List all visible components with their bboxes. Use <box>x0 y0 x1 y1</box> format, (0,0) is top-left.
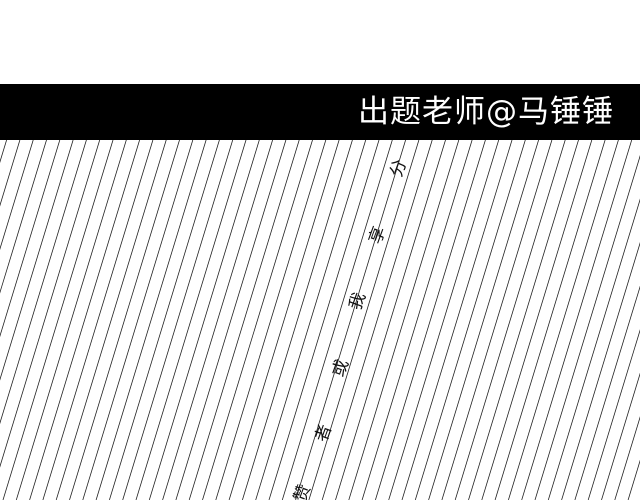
pattern-line <box>361 140 473 500</box>
pattern-line <box>55 140 167 500</box>
pattern-line <box>69 140 180 500</box>
pattern-line <box>175 140 287 500</box>
pattern-line <box>494 140 606 500</box>
pattern-line <box>0 140 87 425</box>
pattern-line <box>481 140 593 500</box>
pattern-line <box>521 140 633 500</box>
pattern-line <box>188 140 300 500</box>
pattern-line <box>574 285 640 500</box>
pattern-line <box>228 140 340 500</box>
diagonal-line-pattern <box>0 140 640 500</box>
pattern-line <box>428 140 539 500</box>
pattern-line <box>82 140 194 500</box>
pattern-line <box>348 140 460 500</box>
pattern-line <box>122 140 234 500</box>
pattern-line <box>0 140 74 381</box>
pattern-line <box>0 140 21 207</box>
pattern-line <box>468 140 579 500</box>
pattern-line <box>281 140 393 500</box>
pattern-line <box>441 140 553 500</box>
pattern-line <box>268 140 380 500</box>
pattern-line <box>95 140 207 500</box>
pattern-line <box>109 140 220 500</box>
pattern-line <box>561 242 640 500</box>
pattern-line <box>148 140 260 500</box>
pattern-line <box>335 140 446 500</box>
pattern-line <box>614 416 640 500</box>
pattern-line <box>255 140 367 500</box>
pattern-line <box>215 140 327 500</box>
credit-banner: 出题老师@马锤锤 <box>0 84 640 140</box>
pattern-line <box>29 140 140 500</box>
pattern-line <box>0 140 34 251</box>
pattern-line <box>15 140 127 500</box>
pattern-line <box>0 140 47 294</box>
pattern-line <box>414 140 526 500</box>
pattern-line <box>202 140 313 500</box>
pattern-line <box>375 140 486 500</box>
pattern-line <box>162 140 273 500</box>
pattern-line <box>2 140 114 500</box>
pattern-line <box>454 140 566 500</box>
pattern-line <box>295 140 406 500</box>
pattern-line <box>321 140 433 500</box>
pattern-line <box>587 329 640 500</box>
pattern-line <box>308 140 420 500</box>
pattern-line <box>135 140 247 500</box>
pattern-line <box>0 140 61 338</box>
author-credit: 出题老师@马锤锤 <box>358 94 614 130</box>
pattern-line <box>508 140 619 500</box>
pattern-line <box>388 140 500 500</box>
pattern-line <box>242 140 353 500</box>
pattern-line <box>601 372 640 500</box>
pattern-line <box>42 140 154 500</box>
pattern-line <box>401 140 513 500</box>
pattern-line <box>534 154 640 500</box>
pattern-line <box>0 140 101 468</box>
